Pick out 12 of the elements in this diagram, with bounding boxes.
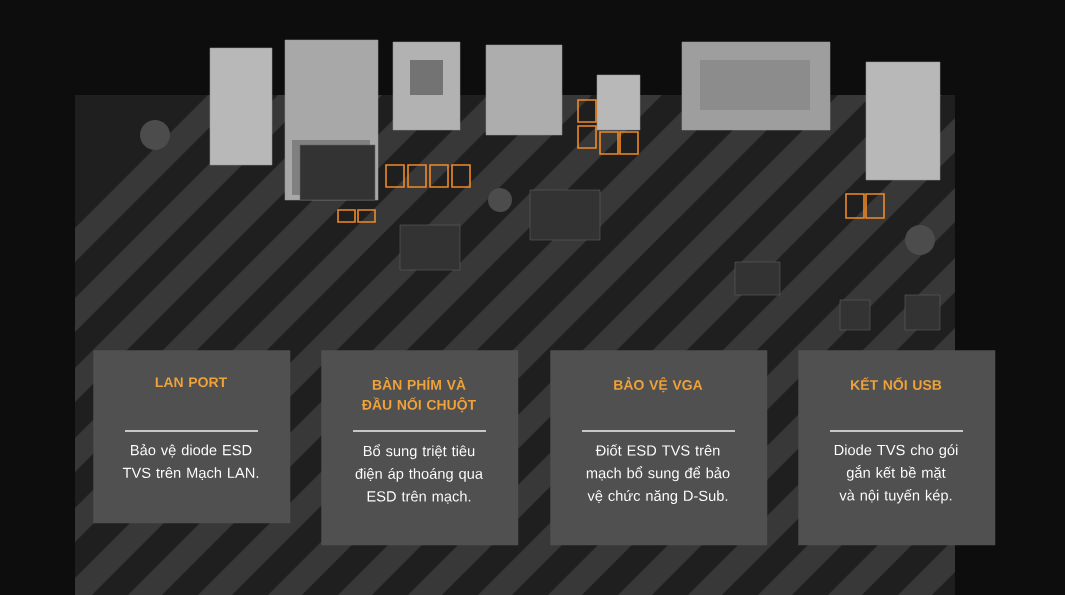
card-text: Bảo vệ diode ESD TVS trên Mạch LAN. bbox=[122, 444, 259, 481]
info-card bbox=[550, 350, 768, 546]
info-card bbox=[798, 350, 996, 546]
card-text: Điốt ESD TVS trên mạch bổ sung để bảo vệ chức năng D-Sub. bbox=[586, 444, 730, 504]
card-heading: LAN PORT bbox=[155, 377, 227, 388]
card-heading: BẢO VỆ VGA bbox=[614, 377, 703, 393]
info-card bbox=[321, 350, 519, 546]
card-heading: BÀN PHÍM VÀ ĐẦU NỐI CHUỘT bbox=[361, 377, 476, 413]
card-heading: KẾT NỐI USB bbox=[851, 377, 942, 390]
info-card bbox=[93, 350, 291, 524]
card-text: Diode TVS cho gói gắn kết bề mặt và nội tuyến kép. bbox=[834, 444, 958, 504]
card-text: Bổ sung triệt tiêu điện áp thoáng qua ESD trên mạch. bbox=[355, 444, 483, 504]
